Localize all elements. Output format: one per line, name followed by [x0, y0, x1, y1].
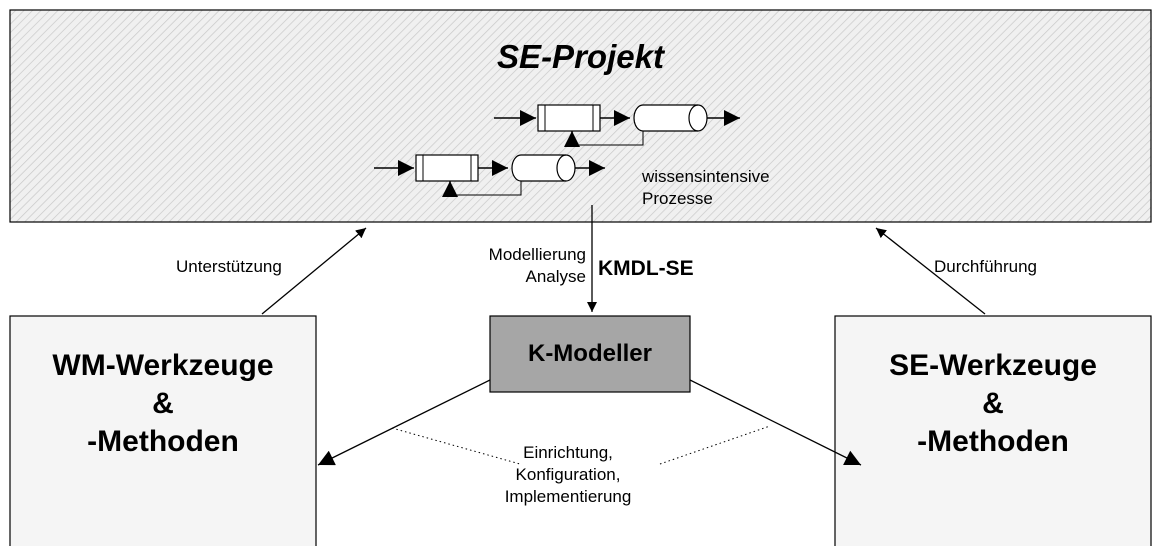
arrow-to-se [689, 379, 862, 466]
process-label-line1: wissensintensive [642, 167, 770, 186]
wm-box-line2: & [152, 387, 174, 420]
process-chain-upper [494, 104, 740, 147]
label-modellierung: Modellierung Analyse [430, 244, 586, 288]
wm-box-line3: -Methoden [87, 425, 239, 458]
wm-box-line1: WM-Werkzeuge [52, 349, 274, 382]
se-box-line3: -Methoden [917, 425, 1069, 458]
process-label: wissensintensive Prozesse [642, 166, 770, 210]
process-label-line2: Prozesse [642, 189, 713, 208]
label-durchfuehrung: Durchführung [934, 257, 1038, 276]
wm-box-title: WM-Werkzeuge & -Methoden [10, 347, 316, 461]
label-modellierung-line2: Analyse [525, 267, 586, 286]
arrow-durchfuehrung [875, 227, 986, 315]
label-kmdl-se: KMDL-SE [598, 257, 694, 280]
se-box-title: SE-Werkzeuge & -Methoden [835, 347, 1151, 461]
k-modeller-box [489, 315, 691, 393]
se-box [834, 315, 1152, 551]
label-einrichtung-line3: Implementierung [504, 487, 632, 506]
label-modellierung-line1: Modellierung [488, 245, 586, 264]
dotted-line-right [659, 425, 771, 465]
se-box-line2: & [982, 387, 1004, 420]
label-einrichtung-line2: Konfiguration, [515, 465, 621, 484]
label-unterstuetzung: Unterstützung [176, 257, 282, 276]
k-modeller-label: K-Modeller [527, 340, 652, 367]
process-chain-lower [374, 154, 605, 197]
label-einrichtung-line1: Einrichtung, [523, 443, 613, 462]
arrow-to-wm [317, 379, 491, 466]
se-box-line1: SE-Werkzeuge [889, 349, 1097, 382]
project-title: SE-Projekt [497, 38, 664, 75]
label-einrichtung: Einrichtung, Konfiguration, Implementier… [493, 442, 643, 508]
arrow-unterstuetzung [261, 227, 367, 315]
wm-box [9, 315, 317, 551]
